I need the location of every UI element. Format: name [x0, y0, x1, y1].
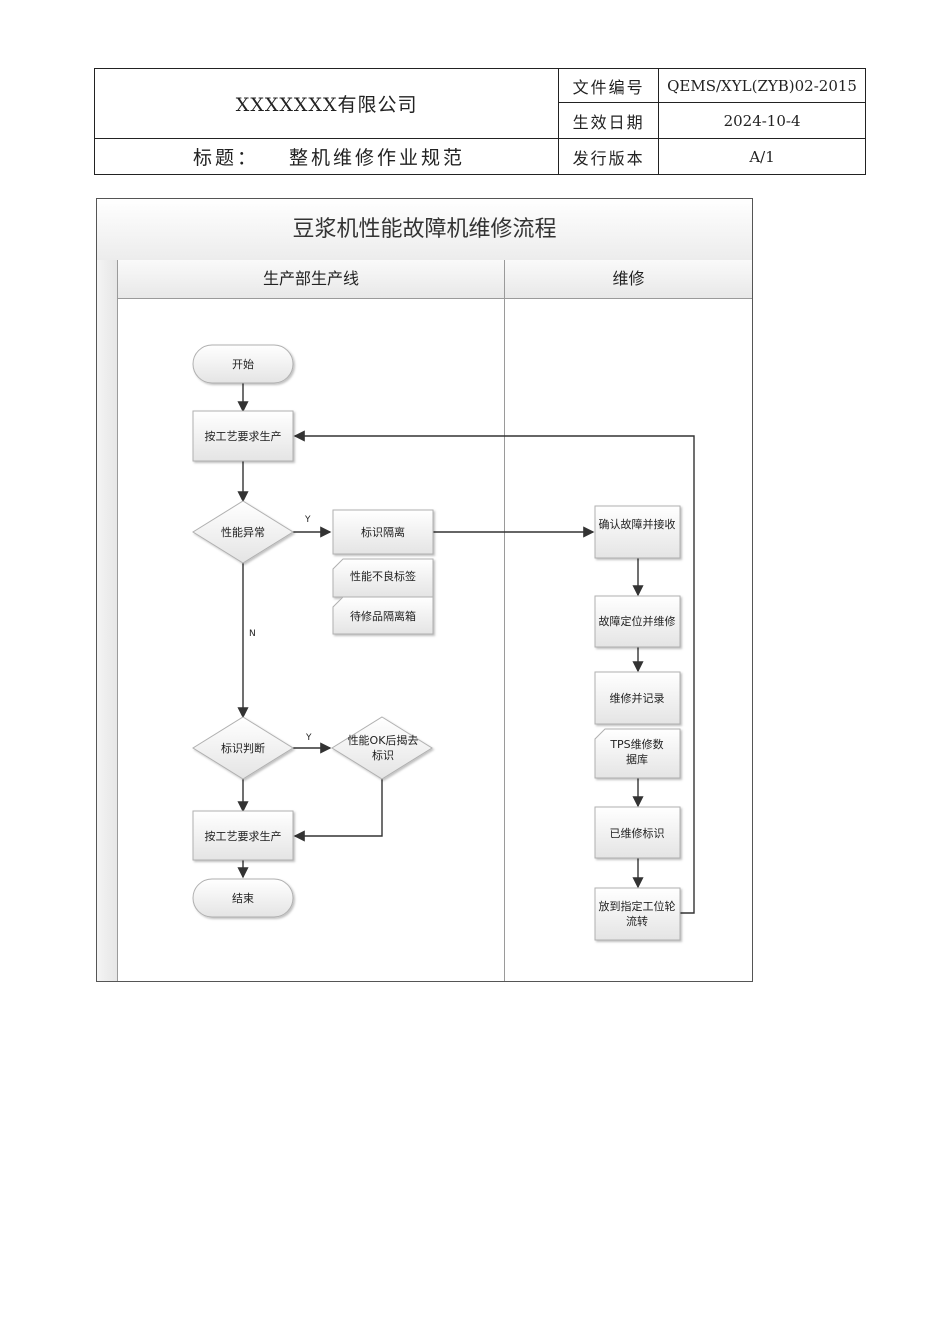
node-perf-abnormal	[192, 500, 294, 564]
label-mark-isolate: 标识隔离	[361, 525, 405, 539]
node-tps-db	[594, 728, 681, 779]
title-label: 标题：	[193, 147, 260, 169]
node-end	[192, 878, 294, 918]
label-repair-record: 维修并记录	[610, 691, 665, 705]
doc-no-value: QEMS/XYL(ZYB)02-2015	[658, 68, 866, 103]
label-produce-1: 按工艺要求生产	[205, 429, 282, 443]
flowchart-title: 豆浆机性能故障机维修流程	[97, 199, 752, 261]
node-produce-1	[192, 410, 294, 462]
version-value: A/1	[658, 138, 866, 175]
flowchart-frame: 豆浆机性能故障机维修流程 生产部生产线 维修	[96, 198, 753, 982]
edge-ok-produce2	[293, 779, 383, 842]
company-name: XXXXXXX有限公司	[93, 68, 560, 139]
connectors	[237, 383, 695, 914]
edge-place-produce	[293, 430, 695, 914]
label-locate-repair: 故障定位并维修	[599, 614, 676, 628]
doc-no-label: 文件编号	[558, 68, 660, 103]
lane-header-repair: 维修	[505, 260, 752, 299]
node-labels: 开始 按工艺要求生产 性能异常 标识隔离 性能不良标签 待修品隔离箱 标识判断 …	[205, 357, 676, 928]
document-header-table: XXXXXXX有限公司 文件编号 QEMS/XYL(ZYB)02-2015 生效…	[93, 68, 866, 175]
label-tps-db-2: 据库	[626, 752, 648, 766]
node-locate-repair	[594, 595, 681, 648]
label-confirm-receive: 确认故障并接收	[599, 517, 676, 531]
label-tps-db-1: TPS维修数	[609, 737, 663, 751]
label-end: 结束	[232, 892, 254, 905]
node-ok-remove	[331, 716, 433, 780]
doc-title: 标题： 整机维修作业规范	[93, 138, 560, 175]
label-start: 开始	[232, 357, 254, 371]
effective-date-value: 2024-10-4	[658, 102, 866, 139]
node-place-station	[594, 887, 681, 941]
lane-divider	[504, 298, 505, 981]
node-confirm-receive	[594, 505, 681, 559]
label-identify-judge: 标识判断	[221, 741, 265, 755]
node-repair-box	[332, 596, 434, 635]
label-repair-box: 待修品隔离箱	[350, 609, 416, 623]
edge-label-y2: Y	[305, 733, 312, 743]
label-bad-label: 性能不良标签	[350, 569, 416, 583]
label-ok-remove-2: 标识	[372, 748, 394, 762]
node-repair-record	[594, 671, 681, 725]
label-perf-abnormal: 性能异常	[221, 525, 265, 539]
edge-label-n: N	[249, 629, 256, 639]
version-label: 发行版本	[558, 138, 660, 175]
effective-date-label: 生效日期	[558, 102, 660, 139]
node-repaired-mark	[594, 806, 681, 859]
flow-diagram: Y N Y	[192, 344, 695, 941]
label-produce-2: 按工艺要求生产	[205, 829, 282, 843]
label-repaired-mark: 已维修标识	[610, 826, 665, 840]
title-value: 整机维修作业规范	[289, 147, 466, 169]
label-ok-remove-1: 性能OK后揭去	[348, 733, 419, 747]
edge-label-y1: Y	[304, 515, 311, 525]
node-start	[192, 344, 294, 384]
label-place-station-1: 放到指定工位轮	[599, 899, 676, 913]
node-produce-2	[192, 810, 294, 861]
label-place-station-2: 流转	[626, 914, 648, 928]
pool-side-band	[97, 260, 118, 981]
lane-header-production: 生产部生产线	[118, 260, 505, 299]
node-mark-isolate	[332, 509, 434, 555]
node-identify-judge	[192, 716, 294, 780]
